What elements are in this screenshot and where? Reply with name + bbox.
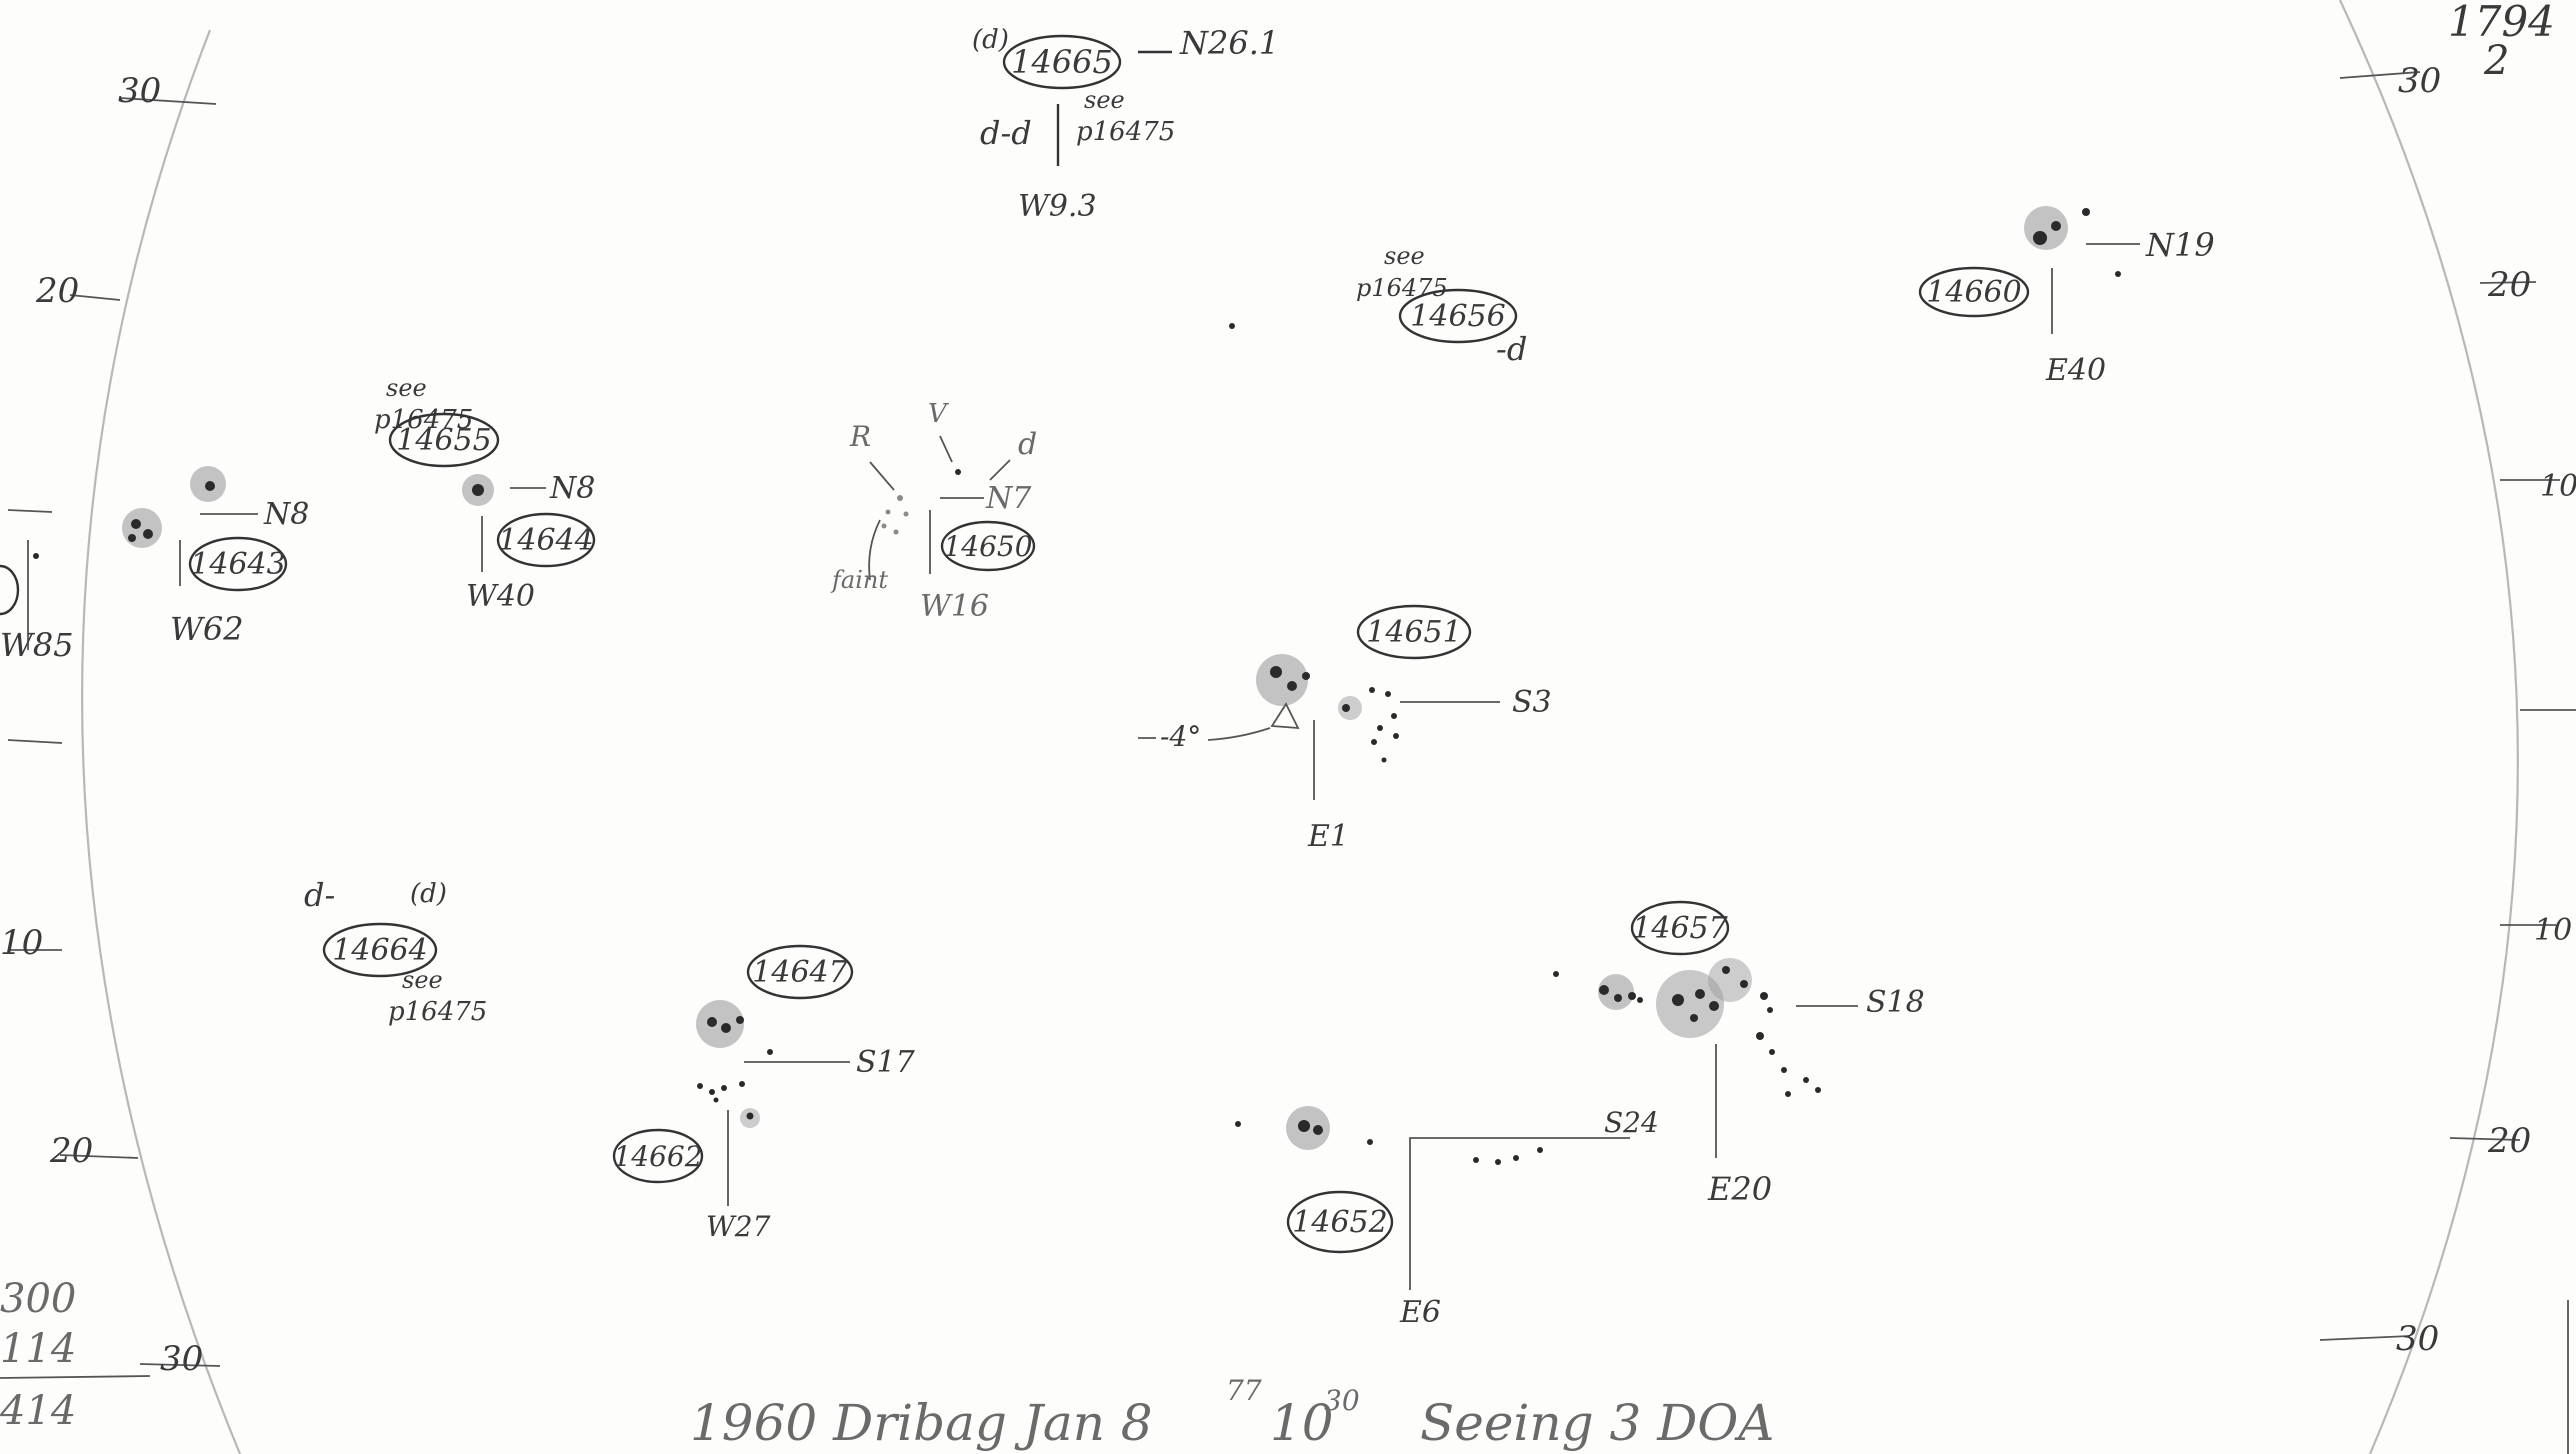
right-tick-10-n: 10 [2540,469,2576,504]
group-14647: 14647 S17 [696,944,916,1080]
bottom-left-notes: 300 114 414 [0,1276,151,1434]
right-tick-10-s: 10 [2534,913,2572,948]
group-14643-lon: W62 [170,610,244,648]
caption-time: 10 [1270,1394,1334,1452]
left-latitude-ticks: 30 20 10 20 30 [0,71,221,1379]
group-14644: N8 14644 W40 [462,471,595,614]
group-14650-number: 14650 [943,530,1032,563]
group-14655-see-ref: p16475 [374,405,473,435]
note-line-3: 414 [0,1388,76,1434]
caption-date: 1960 Dribag Jan 8 [690,1394,1153,1452]
group-14664-number: 14664 [332,933,427,968]
group-14644-lat: N8 [549,471,595,506]
group-14662: 14662 W27 [612,1081,771,1243]
group-14643: N8 14643 W62 [122,466,309,648]
group-14647-number: 14647 [752,955,848,990]
note-line-2: 114 [0,1326,76,1372]
group-14664-tag: d- [304,876,335,914]
observation-caption: 1960 Dribag Jan 8 77 10 30 Seeing 3 DOA [690,1374,1774,1452]
group-14657: 14657 S18 E20 [1553,900,1925,1208]
group-14651-lat: S3 [1512,685,1552,720]
left-tick-20-n: 20 [35,271,79,311]
group-14657-lat: S18 [1866,985,1925,1020]
group-14651-angle: -4° [1160,720,1201,753]
group-14660-lat: N19 [2145,226,2215,264]
group-14664-see: see [402,966,443,994]
group-14655: see p16475 14655 [374,374,500,468]
group-14662-lon: W27 [706,1210,771,1243]
group-14650-mark-v: V [928,399,949,429]
group-14665-lat: N26.1 [1179,24,1279,62]
group-14665: (d) 14665 N26.1 d-d see p16475 W9.3 [972,24,1279,224]
group-14652-lon: E6 [1399,1295,1441,1330]
plate-number: 1794 2 [2448,0,2555,84]
plate-number-sub: 2 [2483,38,2509,84]
group-14655-number: 14655 [396,423,491,458]
group-14644-number: 14644 [498,523,593,558]
group-14665-see: see [1084,86,1125,114]
group-14665-number: 14665 [1011,43,1113,81]
group-14665-lon: W9.3 [1018,189,1097,224]
group-14664-see-ref: p16475 [388,997,487,1027]
left-tick-30-n: 30 [118,71,161,111]
group-14647-lat: S17 [856,1045,916,1080]
group-14650: R V d N7 14650 faint W16 [830,399,1037,624]
left-tick-10-s: 10 [0,923,43,963]
group-14650-mark-r: R [849,420,871,453]
left-limb-arc [81,29,242,1454]
group-14652-number: 14652 [1292,1205,1387,1240]
group-14651-number: 14651 [1366,615,1461,650]
group-14656-number: 14656 [1410,299,1505,334]
group-14657-lon: E20 [1707,1170,1772,1208]
group-14650-lat: N7 [985,481,1032,516]
right-tick-20-s: 20 [2487,1121,2531,1161]
left-tick-30-s: 30 [160,1339,203,1379]
group-14651: 14651 S3 -4° E1 [1138,604,1552,854]
group-14665-see-ref: p16475 [1076,117,1175,147]
group-14655-see: see [386,374,427,402]
group-14650-lon: W16 [920,589,989,624]
group-14664-note-top: (d) [410,879,447,909]
group-14656-see: see [1384,242,1425,270]
right-limb-arc [2339,0,2519,1454]
group-w85-lon: W85 [0,626,74,664]
group-14651-lon: E1 [1307,819,1349,854]
group-14660: N19 14660 E40 [1918,206,2215,388]
left-tick-20-s: 20 [49,1131,93,1171]
group-14643-lat: N8 [263,497,309,532]
plate-number-top: 1794 [2448,0,2555,46]
right-latitude-ticks: 30 20 10 10 20 30 [2319,61,2576,1359]
note-line-1: 300 [0,1276,76,1322]
right-tick-20-n: 20 [2487,265,2531,305]
group-14660-number: 14660 [1926,275,2021,310]
group-14665-tag: d-d [980,114,1032,152]
group-14657-number: 14657 [1632,911,1728,946]
right-tick-30-s: 30 [2396,1319,2439,1359]
group-14656-see-ref: p16475 [1356,274,1448,302]
right-tick-30-n: 30 [2398,61,2441,101]
group-14643-number: 14643 [190,547,285,582]
group-14664: d- (d) 14664 see p16475 [304,876,487,1027]
caption-time-sup: 30 [1324,1384,1360,1417]
group-14656-tag: -d [1496,330,1527,368]
group-14650-mark-faint: faint [830,566,888,594]
group-14650-mark-d: d [1018,427,1037,462]
group-14644-lon: W40 [466,579,535,614]
group-14660-lon: E40 [2045,353,2106,388]
caption-seeing: Seeing 3 DOA [1420,1394,1774,1452]
group-14656: see p16475 14656 -d [1229,242,1527,368]
group-14662-number: 14662 [613,1140,702,1173]
caption-date-sup: 77 [1226,1374,1262,1407]
group-14652-lat: S24 [1604,1106,1659,1139]
group-14652: S24 14652 E6 [1235,1106,1659,1330]
group-w85: W85 [0,553,74,664]
group-14665-note-top: (d) [972,25,1009,55]
